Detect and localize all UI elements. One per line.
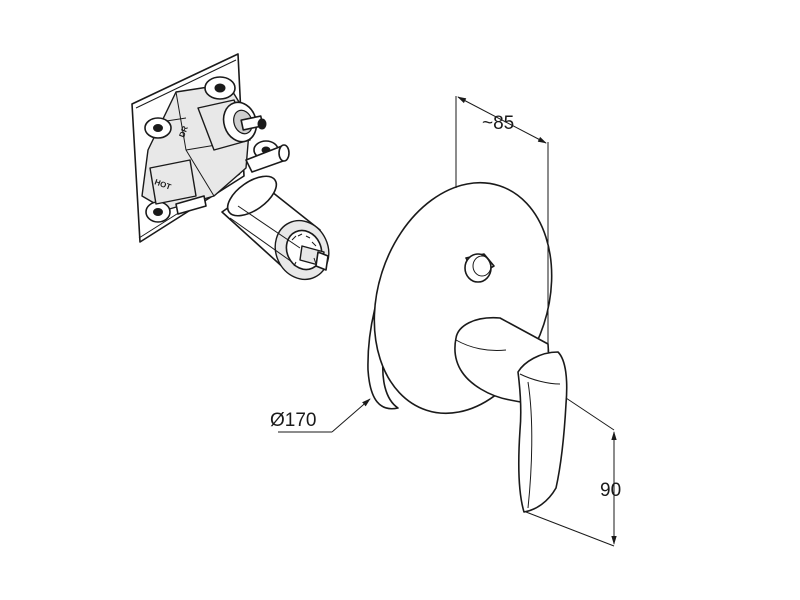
mounting-ear-top <box>204 76 236 100</box>
finish-set <box>367 181 568 513</box>
mounting-ear-left-top <box>144 117 172 139</box>
lever-blade <box>517 351 568 513</box>
dimension-height: 90 <box>525 397 621 547</box>
port-label-top: DR <box>177 125 189 139</box>
dimension-depth-label: ~85 <box>482 113 514 134</box>
diverter-button <box>464 253 495 283</box>
cartridge-cylinder <box>221 175 330 281</box>
concealed-valve-body: DR HOT <box>131 53 330 281</box>
dimension-diameter-label: Ø170 <box>270 410 316 431</box>
mixer-handle <box>454 316 568 513</box>
dimension-height-label: 90 <box>600 480 621 501</box>
dimension-depth: ~85 <box>455 96 549 352</box>
outlet-spout <box>245 144 290 173</box>
upper-port: DR <box>177 99 267 151</box>
mounting-ear-left-bottom <box>145 201 171 223</box>
side-port: HOT <box>149 159 207 215</box>
dimension-diameter: Ø170 <box>270 398 371 433</box>
